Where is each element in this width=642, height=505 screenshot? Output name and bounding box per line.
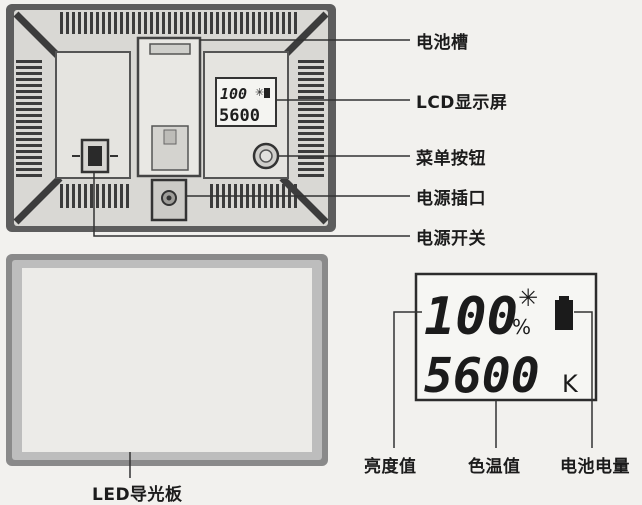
small-lcd-display: 100 ✳ 5600	[215, 77, 277, 127]
callout-line-brightness	[393, 311, 422, 448]
label-battery-level: 电池电量	[560, 457, 630, 477]
battery-slot	[136, 36, 202, 178]
small-lcd-color-temp: 5600	[219, 106, 260, 126]
vent-grille-right	[298, 60, 324, 180]
large-lcd-color-temp: 5600	[424, 348, 540, 404]
small-sun-icon: ✳	[255, 86, 264, 99]
large-lcd-kelvin-unit: K	[562, 370, 579, 398]
large-lcd-brightness: 100	[424, 287, 518, 347]
power-switch-icon[interactable]	[72, 138, 118, 174]
large-lcd-display: 100 % ✳ 5600 K	[414, 272, 598, 404]
label-power-switch: 电源开关	[416, 229, 486, 249]
led-light-guide	[22, 268, 312, 452]
label-lcd-display: LCD显示屏	[416, 93, 508, 113]
callout-line-power-switch	[93, 172, 410, 237]
panel-back-view: 100 ✳ 5600	[6, 4, 336, 232]
large-lcd-percent-unit: %	[512, 315, 531, 339]
corner-braces	[13, 11, 329, 225]
label-battery-slot: 电池槽	[416, 33, 469, 53]
menu-button-icon[interactable]	[252, 142, 280, 170]
panel-front-view	[6, 254, 328, 478]
power-port-icon[interactable]	[150, 178, 188, 222]
callout-lines-top	[93, 39, 410, 237]
vent-grille-bottom-left	[60, 184, 132, 208]
small-battery-icon	[264, 88, 270, 98]
vent-grille-top	[60, 12, 300, 34]
callout-line-battery-level	[574, 311, 593, 448]
battery-icon	[555, 296, 573, 330]
label-brightness-value: 亮度值	[364, 457, 417, 477]
callout-lines-bottom	[393, 311, 593, 448]
label-color-temp-value: 色温值	[468, 457, 521, 477]
sun-icon: ✳	[518, 284, 538, 312]
small-lcd-brightness: 100	[220, 85, 247, 103]
label-power-port: 电源插口	[416, 189, 486, 209]
label-menu-button: 菜单按钮	[416, 149, 486, 169]
vent-grille-left	[16, 60, 42, 180]
label-led-panel: LED导光板	[92, 485, 183, 505]
